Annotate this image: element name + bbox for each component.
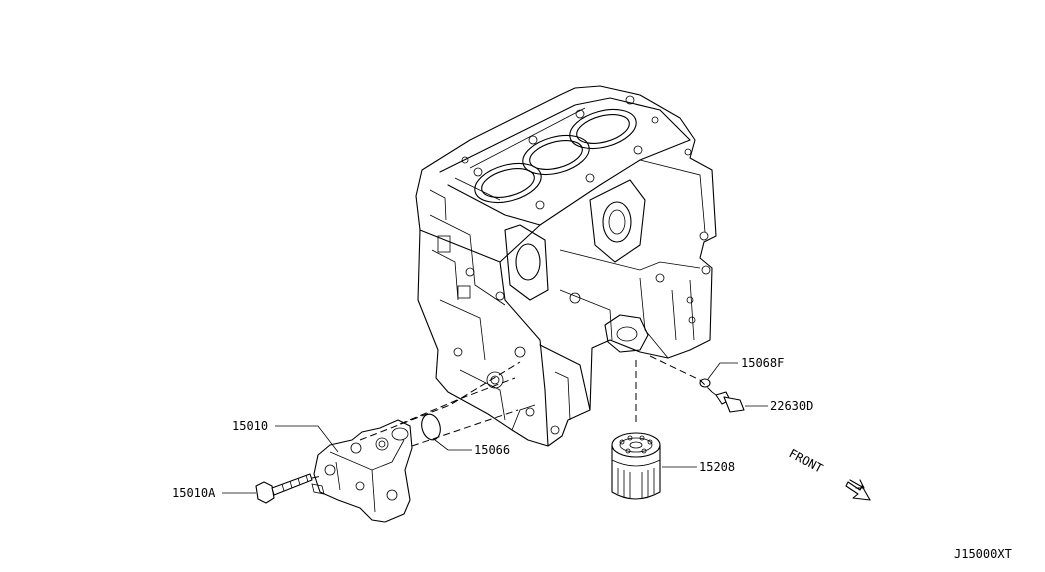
pressure-switch-illustration xyxy=(711,391,745,413)
part-number-label: 15068F xyxy=(741,356,784,370)
front-direction-indicator: FRONT xyxy=(787,446,871,501)
oil-pump-bolt-illustration xyxy=(255,473,313,504)
callout-pressure-switch: 22630D xyxy=(745,399,813,413)
part-number-label: 15066 xyxy=(474,443,510,457)
part-number-label: 15010A xyxy=(172,486,216,500)
washer-illustration xyxy=(699,378,711,388)
callout-oil-filter: 15208 xyxy=(662,460,735,474)
part-number-label: 15208 xyxy=(699,460,735,474)
oil-pump-illustration xyxy=(311,419,413,523)
o-ring-illustration xyxy=(421,413,441,441)
diagram-code: J15000XT xyxy=(954,547,1012,561)
callout-oil-pump: 15010 xyxy=(232,419,339,453)
front-arrow-icon xyxy=(845,479,871,501)
part-number-label: 15010 xyxy=(232,419,268,433)
assembly-lines xyxy=(311,355,713,479)
front-label: FRONT xyxy=(787,446,825,475)
oil-filter-illustration xyxy=(611,432,661,500)
part-number-label: 22630D xyxy=(770,399,813,413)
callout-o-ring: 15066 xyxy=(434,439,510,457)
callout-washer: 15068F xyxy=(707,356,784,380)
cylinder-block-illustration xyxy=(415,85,717,447)
callout-oil-pump-bolt: 15010A xyxy=(172,486,256,500)
